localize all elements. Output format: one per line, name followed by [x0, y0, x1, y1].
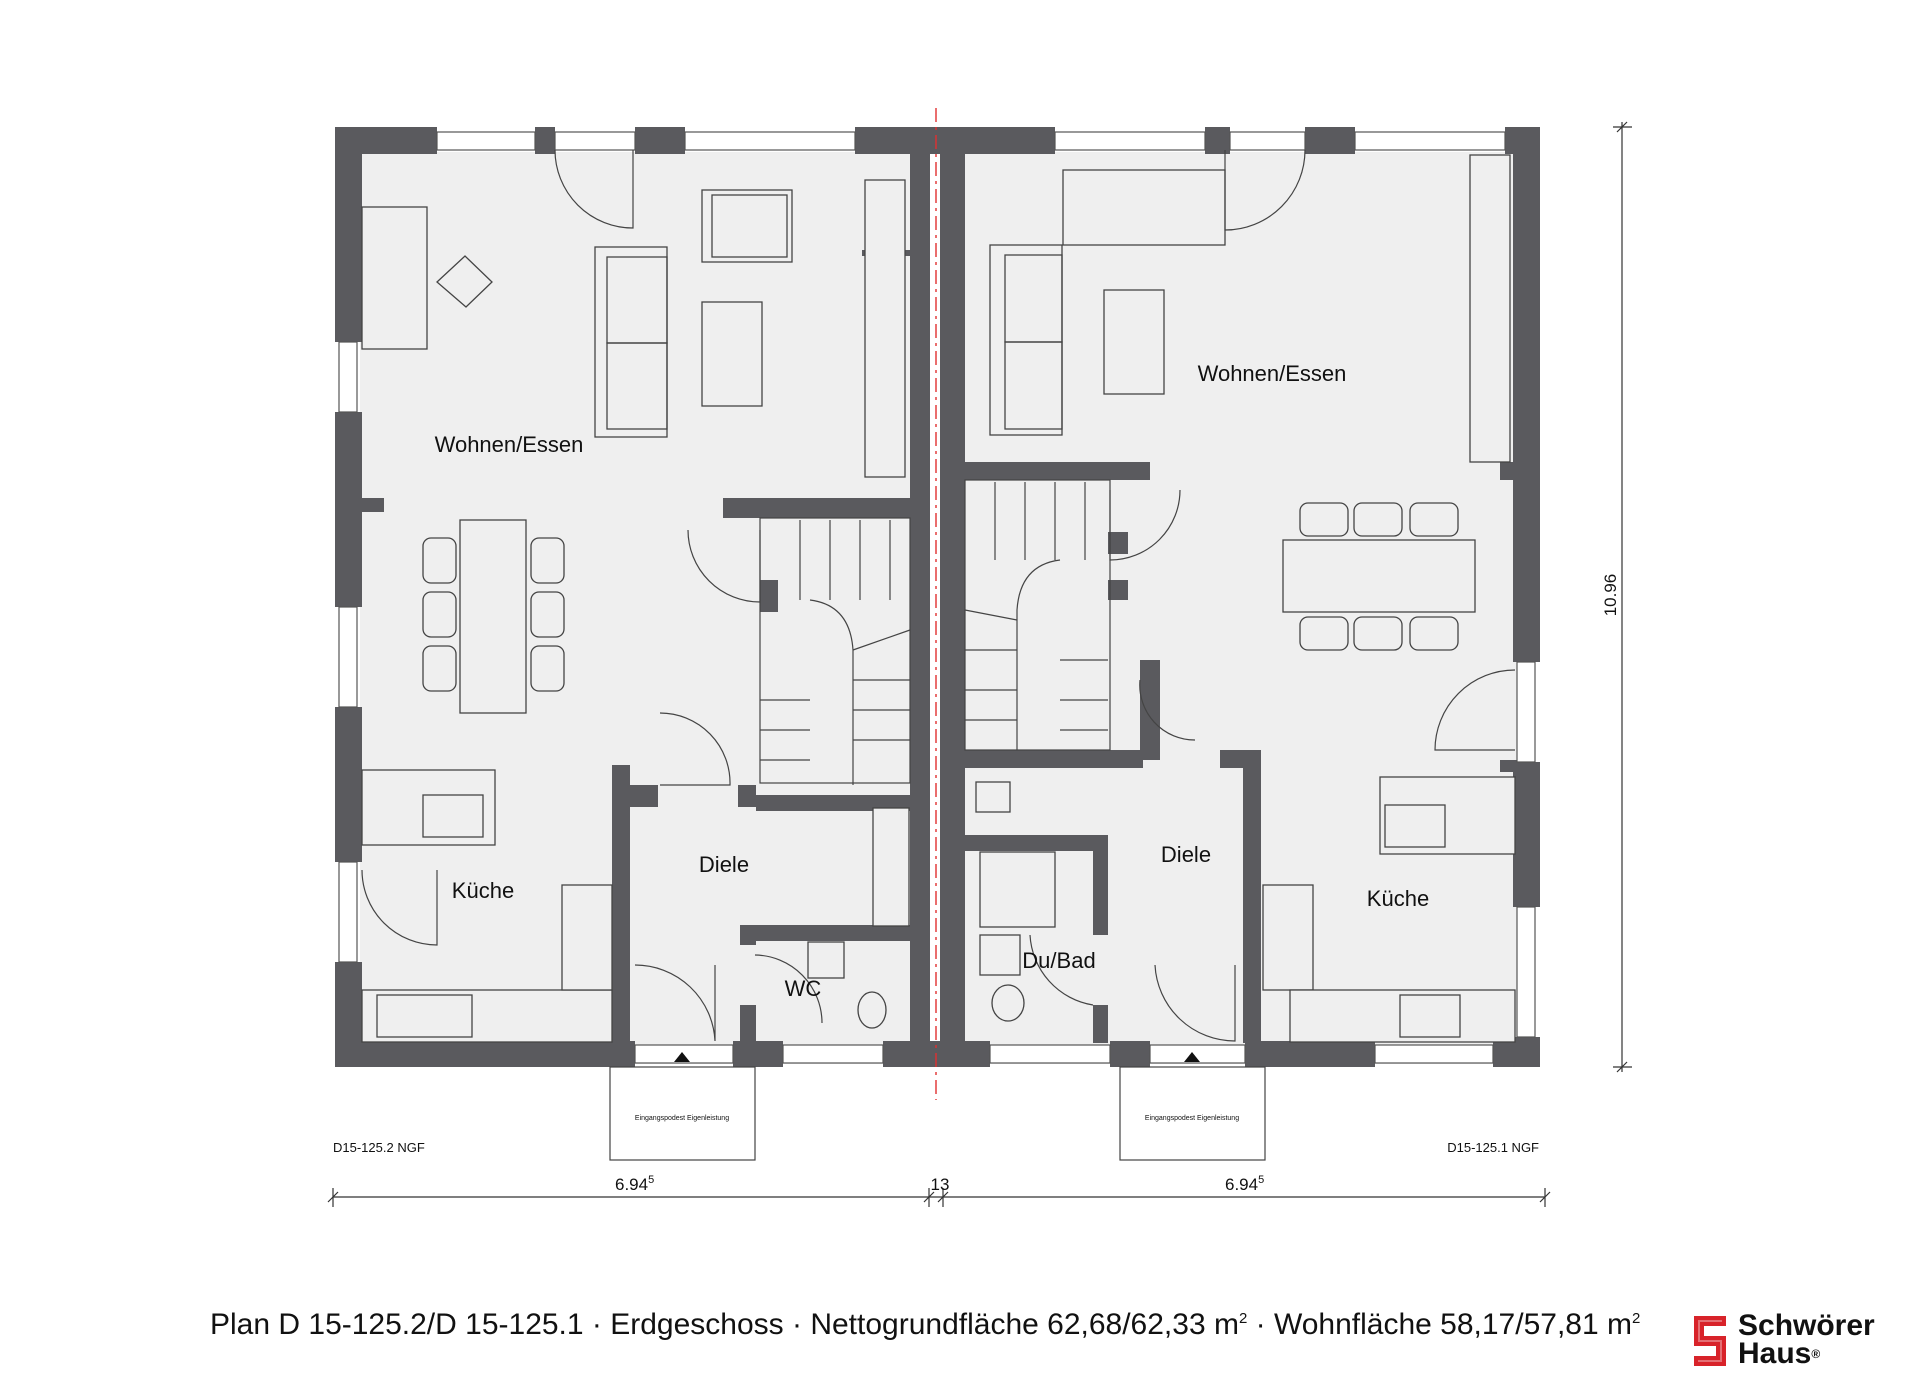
room-label-du-bad: Du/Bad — [1022, 948, 1095, 973]
caption-text-1: Plan D 15-125.2/D 15-125.1 · Erdgeschoss… — [210, 1308, 1239, 1341]
staircase-right — [964, 479, 1111, 751]
room-label-kueche-left: Küche — [452, 878, 514, 903]
logo-line-1: Schwörer — [1738, 1309, 1875, 1342]
staircase-left — [759, 517, 911, 785]
plan-caption: Plan D 15-125.2/D 15-125.1 · Erdgeschoss… — [210, 1308, 1640, 1342]
dimension-depth: 10.96 — [1601, 574, 1620, 617]
logo-s-icon — [1694, 1316, 1726, 1366]
logo-registered: ® — [1811, 1347, 1821, 1361]
caption-sup-1: 2 — [1238, 1310, 1248, 1327]
dimension-right-width: 6.945 — [1225, 1174, 1264, 1194]
room-label-diele-left: Diele — [699, 852, 749, 877]
windows — [338, 131, 1536, 1064]
entrance-arrow-left — [674, 1052, 690, 1062]
dimension-line-horizontal — [327, 1188, 1551, 1207]
caption-text-2: · Wohnfläche 58,17/57,81 m — [1247, 1308, 1632, 1341]
logo-line-2: Haus — [1738, 1337, 1812, 1370]
entrance-arrow-right — [1184, 1052, 1200, 1062]
unit-code-right: D15-125.1 NGF — [1447, 1140, 1539, 1155]
furniture — [361, 154, 1516, 1043]
dimension-line-vertical — [1613, 121, 1632, 1073]
room-label-kueche-right: Küche — [1367, 886, 1429, 911]
caption-sup-2: 2 — [1631, 1310, 1641, 1327]
unit-code-left: D15-125.2 NGF — [333, 1140, 425, 1155]
walls — [335, 127, 1540, 1067]
room-label-wohnen-left: Wohnen/Essen — [435, 432, 584, 457]
entrance-label-left: Eingangspodest Eigenleistung — [635, 1115, 729, 1122]
room-label-wohnen-right: Wohnen/Essen — [1198, 361, 1347, 386]
entrance-label-right: Eingangspodest Eigenleistung — [1145, 1115, 1239, 1122]
entrance-podests — [609, 1066, 1266, 1161]
dimension-middle: 13 — [931, 1175, 950, 1194]
room-label-diele-right: Diele — [1161, 842, 1211, 867]
doors — [361, 149, 1516, 1042]
dimension-left-width: 6.945 — [615, 1174, 654, 1194]
room-label-wc: WC — [785, 976, 822, 1001]
